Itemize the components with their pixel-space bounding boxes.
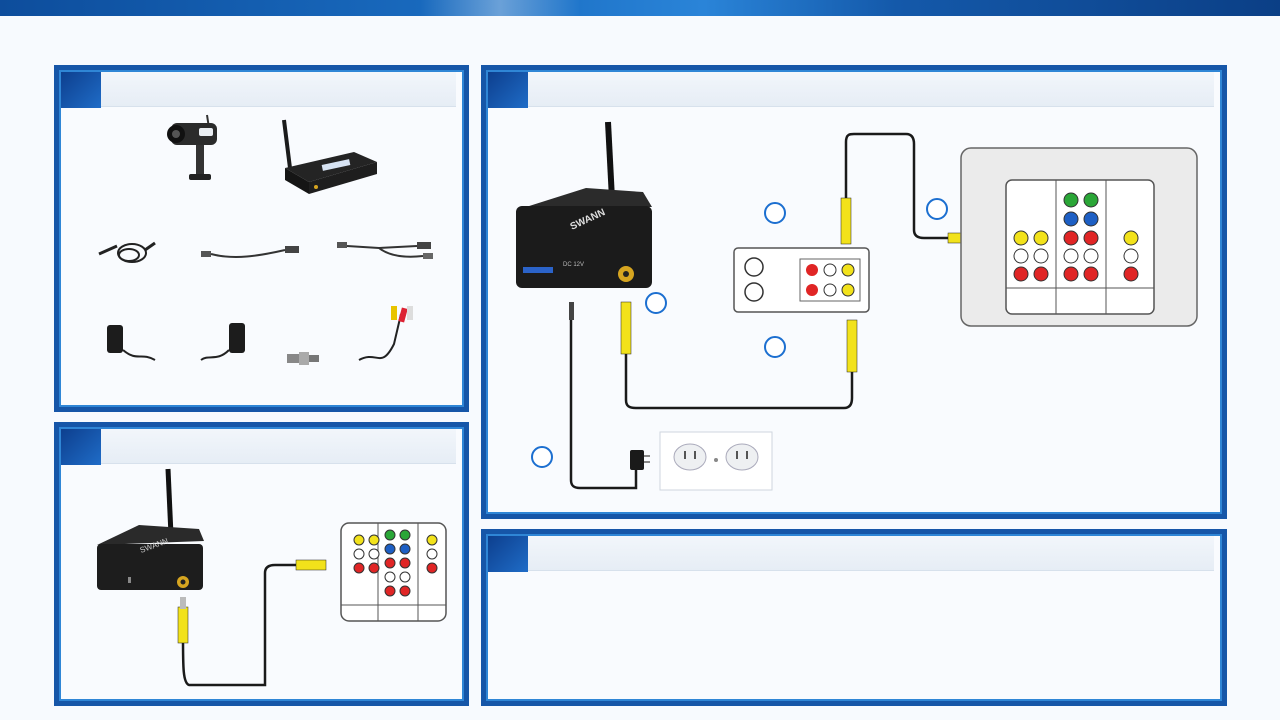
rca-plug-yellow [846, 319, 858, 373]
receiver-icon: SWANN DC 12V [516, 121, 652, 288]
panel-header [488, 536, 1214, 572]
rca-plug-yellow [620, 301, 632, 355]
panel-number [488, 536, 528, 572]
av-jack [1083, 248, 1099, 264]
av-jack [399, 557, 411, 569]
av-jack [1083, 211, 1099, 227]
panel-connect-main: SWANN DC 12V [481, 65, 1227, 519]
video-cable [624, 330, 854, 410]
receiver-icon: SWANN [97, 468, 204, 590]
power-adapter-icon [630, 450, 650, 470]
receiver-dc-label: DC 12V [563, 262, 584, 268]
rca-plug-yellow [177, 606, 189, 644]
camera-icon [167, 114, 217, 180]
av-cable [844, 132, 956, 240]
power-cable [569, 318, 638, 490]
rca-plug-yellow [840, 197, 852, 245]
bnc-adapter-icon [287, 352, 319, 365]
panel-number [61, 72, 101, 108]
av-jack [399, 571, 411, 583]
av-jack [384, 585, 396, 597]
panel-number [488, 72, 528, 108]
av-jack [426, 562, 438, 574]
av-jack [384, 557, 396, 569]
panel-header [61, 72, 456, 108]
av-jack [1123, 230, 1139, 246]
av-jack [399, 585, 411, 597]
av-jack [384, 529, 396, 541]
power-adapter-icon [107, 325, 156, 361]
rca-plug-tip [180, 597, 186, 609]
top-banner [0, 0, 1280, 16]
panel-connect-small: SWANN [54, 422, 469, 706]
av-jack [1123, 266, 1139, 282]
panel-header [488, 72, 1214, 108]
av-jack [1123, 248, 1139, 264]
panel-header [61, 429, 456, 465]
panel-notes [481, 529, 1227, 706]
av-jack [1013, 248, 1029, 264]
step-indicator [764, 336, 786, 358]
av-jack [1013, 230, 1029, 246]
step-indicator [764, 202, 786, 224]
av-jack [368, 562, 380, 574]
av-jack [1083, 192, 1099, 208]
av-jack [384, 543, 396, 555]
power-cable-icon [98, 241, 156, 263]
av-cable [181, 563, 299, 687]
extension-cable-icon [201, 246, 299, 258]
av-jack [1063, 230, 1079, 246]
av-jack [1033, 230, 1049, 246]
av-jack [1063, 211, 1079, 227]
power-adapter-icon [200, 323, 245, 361]
av-jack [1063, 266, 1079, 282]
av-jack [353, 534, 365, 546]
av-jack [1083, 266, 1099, 282]
av-jack [399, 529, 411, 541]
rca-cable-icon [358, 306, 413, 361]
av-jack [399, 543, 411, 555]
av-jack [1013, 266, 1029, 282]
step-indicator [645, 292, 667, 314]
av-jack [353, 562, 365, 574]
step-indicator [926, 198, 948, 220]
receiver-icon [282, 119, 377, 194]
tv-icon [960, 147, 1198, 327]
dc-plug [569, 302, 574, 320]
av-jack [1063, 192, 1079, 208]
tv-icon [340, 522, 447, 622]
av-jack [1033, 266, 1049, 282]
av-jack [1063, 248, 1079, 264]
av-jack [353, 548, 365, 560]
av-switch-icon [733, 247, 870, 313]
wall-outlet-icon [659, 431, 773, 491]
step-indicator [531, 446, 553, 468]
av-jack [1033, 248, 1049, 264]
splitter-cable-icon [337, 242, 433, 259]
av-jack [426, 534, 438, 546]
rca-plug-yellow [295, 559, 327, 571]
panel-number [61, 429, 101, 465]
av-jack [368, 534, 380, 546]
av-jack [426, 548, 438, 560]
panel-contents [54, 65, 469, 412]
av-jack [368, 548, 380, 560]
av-jack [1083, 230, 1099, 246]
av-jack [384, 571, 396, 583]
